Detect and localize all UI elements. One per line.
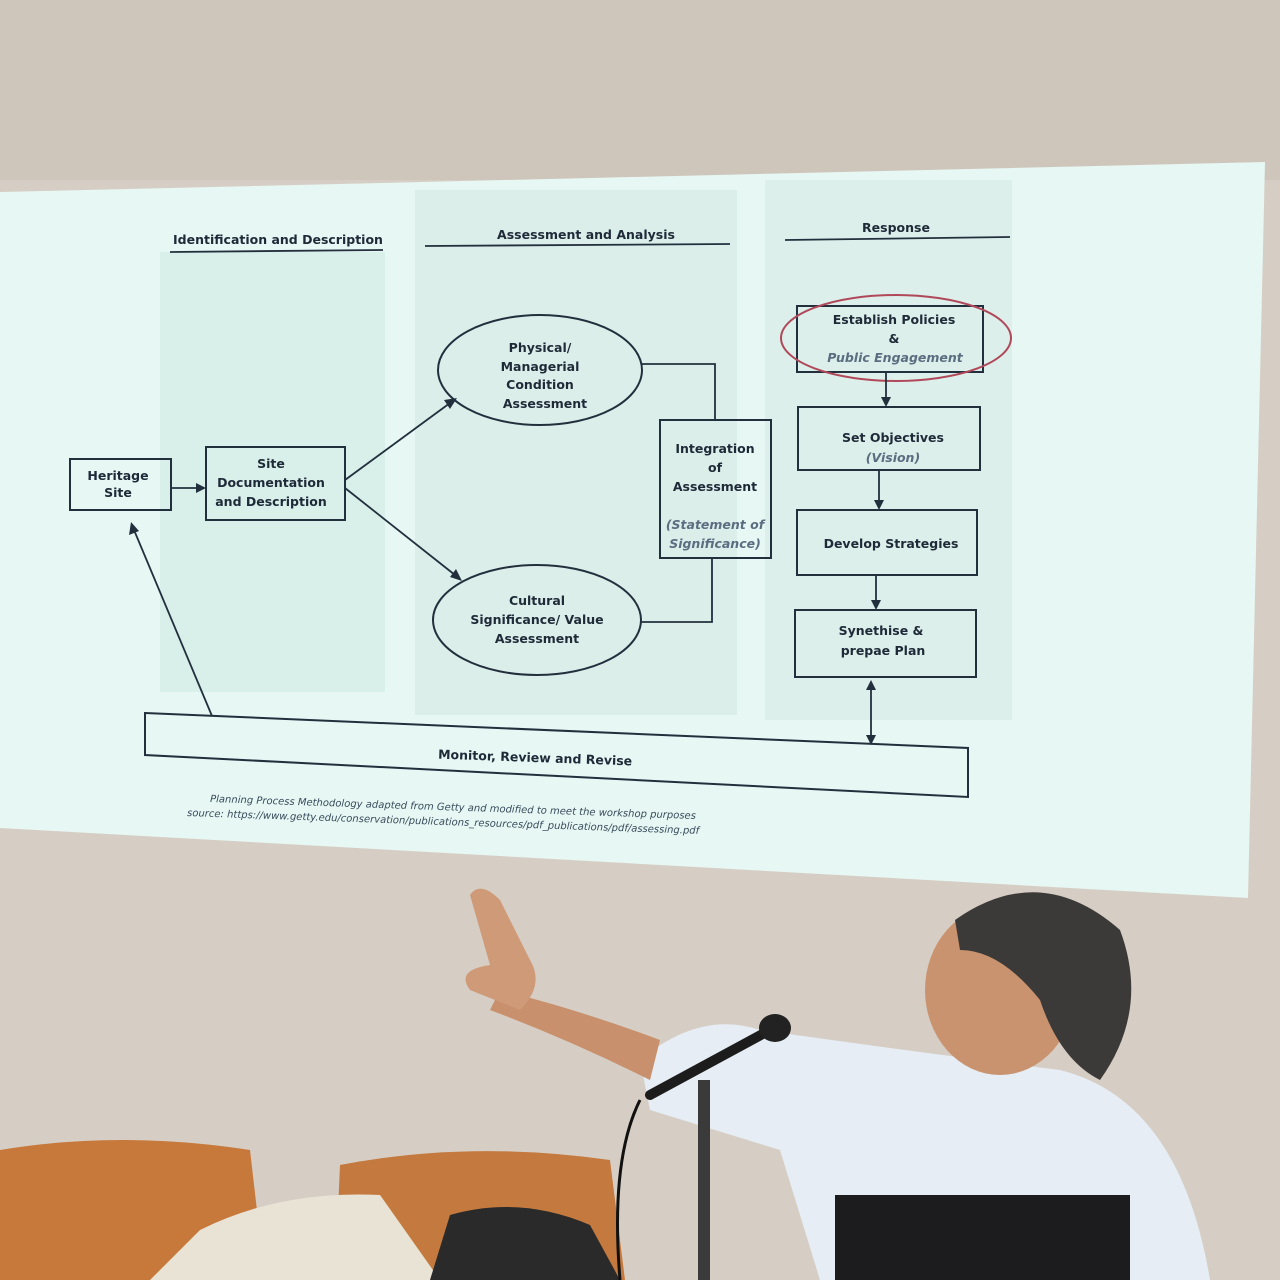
arrow (344, 487, 456, 576)
wall-top (0, 0, 1280, 180)
node-establish-policies: Establish Policies & Public Engagement (780, 294, 1012, 382)
feedback-arrow (133, 529, 213, 717)
svg-text:Establish Policies: Establish Policies (833, 312, 956, 327)
svg-text:Integration: Integration (675, 441, 754, 456)
header-text: Identification and Description (173, 232, 383, 247)
svg-text:Managerial: Managerial (501, 359, 580, 374)
node-site-documentation: Site Documentation and Description (205, 446, 346, 521)
svg-text:Develop Strategies: Develop Strategies (824, 536, 959, 551)
svg-text:Site: Site (104, 485, 132, 500)
column-header-assessment: Assessment and Analysis (424, 227, 731, 247)
svg-text:(Vision): (Vision) (866, 450, 920, 465)
svg-text:prepae Plan: prepae Plan (841, 643, 926, 658)
arm (490, 990, 660, 1080)
node-set-objectives: Set Objectives (Vision) (797, 406, 981, 471)
node-develop-strategies: Develop Strategies (796, 509, 978, 576)
column-header-response: Response (784, 220, 1011, 241)
column-panel-response (765, 180, 1012, 720)
header-text: Response (862, 220, 930, 235)
connector (641, 558, 713, 623)
column-panel-assessment (415, 190, 737, 715)
arrowhead (196, 483, 206, 493)
arrow (344, 402, 451, 481)
svg-text:Significance): Significance) (669, 536, 761, 551)
node-monitor-review: Monitor, Review and Revise (144, 711, 969, 799)
svg-text:Public Engagement: Public Engagement (827, 350, 964, 365)
node-integration: Integration of Assessment (Statement of … (659, 419, 772, 559)
svg-text:Monitor, Review and Revise: Monitor, Review and Revise (438, 747, 633, 769)
svg-text:Assessment: Assessment (495, 631, 579, 646)
svg-text:Set Objectives: Set Objectives (842, 430, 944, 445)
bag (150, 1194, 440, 1280)
svg-text:Synethise &: Synethise & (839, 623, 924, 638)
column-panel-identification (160, 252, 385, 692)
microphone (616, 1014, 791, 1280)
svg-text:Physical/: Physical/ (509, 340, 572, 355)
svg-text:Heritage: Heritage (87, 468, 148, 483)
column-header-identification: Identification and Description (169, 232, 384, 253)
node-physical-assessment: Physical/ Managerial Condition Assessmen… (437, 314, 643, 426)
highlight-ellipse (780, 294, 1012, 382)
svg-text:Significance/ Value: Significance/ Value (470, 612, 603, 627)
svg-text:and Description: and Description (215, 494, 326, 509)
svg-text:Assessment: Assessment (503, 396, 587, 411)
svg-text:Assessment: Assessment (673, 479, 757, 494)
mic-stand (698, 1080, 710, 1280)
svg-text:Condition: Condition (506, 377, 574, 392)
svg-text:Site: Site (257, 456, 285, 471)
svg-text:&: & (889, 331, 900, 346)
svg-text:Cultural: Cultural (509, 593, 565, 608)
node-heritage-site: Heritage Site (69, 458, 172, 511)
hand (465, 888, 536, 1010)
laptop (835, 1195, 1130, 1280)
node-synthesise-plan: Synethise & prepae Plan (794, 609, 977, 678)
header-text: Assessment and Analysis (497, 227, 675, 242)
hair (955, 892, 1132, 1080)
connector (642, 363, 716, 420)
node-cultural-assessment: Cultural Significance/ Value Assessment (432, 564, 642, 676)
svg-text:Documentation: Documentation (217, 475, 325, 490)
svg-text:(Statement of: (Statement of (666, 517, 766, 532)
svg-text:of: of (708, 460, 723, 475)
backpack (430, 1207, 620, 1280)
